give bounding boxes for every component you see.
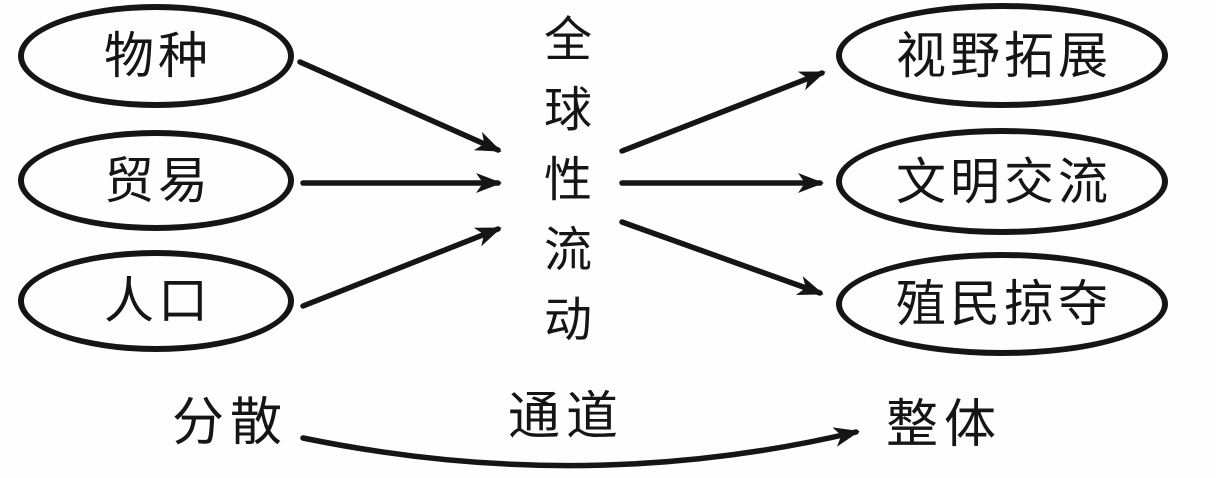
center-node-global-flow-label: 全球性流动 xyxy=(536,14,589,364)
node-vision-expansion: 视野拓展 xyxy=(836,3,1168,108)
label-whole: 整体 xyxy=(886,397,1003,454)
arrow-population-to-global-flow xyxy=(300,226,502,309)
node-species: 物种 xyxy=(18,4,294,108)
node-population-label: 人口 xyxy=(104,273,212,329)
node-civilization-exchange: 文明交流 xyxy=(836,128,1168,235)
node-trade: 贸易 xyxy=(18,130,294,231)
label-dispersed: 分散 xyxy=(172,395,289,452)
node-vision-expansion-label: 视野拓展 xyxy=(896,27,1112,84)
node-species-label: 物种 xyxy=(104,28,212,84)
node-civilization-exchange-label: 文明交流 xyxy=(896,153,1112,210)
label-channel: 通道 xyxy=(508,389,625,446)
arrow-global-flow-to-colonial-plunder xyxy=(619,219,824,296)
node-colonial-plunder-label: 殖民掠夺 xyxy=(896,276,1112,332)
node-colonial-plunder: 殖民掠夺 xyxy=(836,252,1168,356)
center-node-global-flow: 全球性流动 xyxy=(528,14,596,366)
arrow-species-to-global-flow xyxy=(297,59,502,153)
node-trade-label: 贸易 xyxy=(104,152,212,209)
arrow-global-flow-to-vision-expansion xyxy=(619,70,826,154)
node-population: 人口 xyxy=(18,250,294,352)
